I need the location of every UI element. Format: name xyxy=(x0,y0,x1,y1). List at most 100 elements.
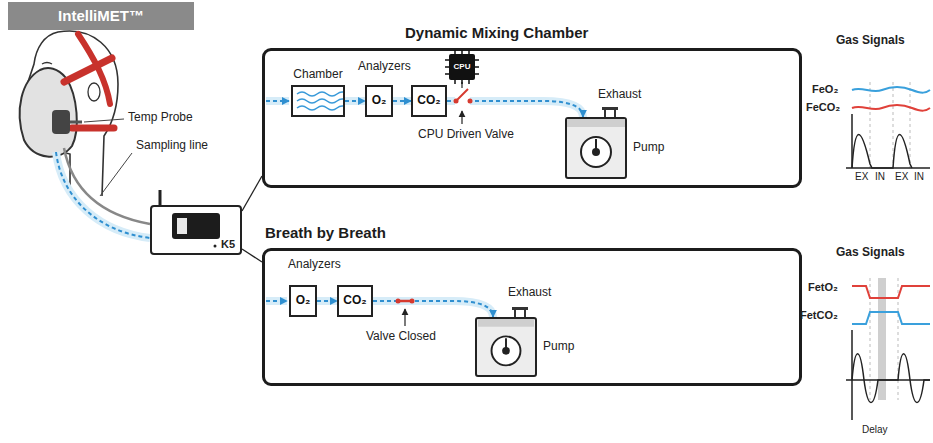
node-text: Dynamic Mixing Chamber xyxy=(405,24,588,41)
phase-label: IN xyxy=(914,171,924,183)
callout-line xyxy=(242,176,262,211)
inlet-flow xyxy=(266,97,289,105)
chip-pin xyxy=(445,50,479,84)
signal-name: FeO₂ xyxy=(812,83,838,96)
callout-label: Sampling line xyxy=(136,139,208,153)
delay-label: Delay xyxy=(862,424,888,436)
k5-device: K5 xyxy=(150,205,242,255)
delay-band xyxy=(878,278,886,400)
part-label: Analyzers xyxy=(288,258,341,272)
cpu-chip: CPU xyxy=(449,54,475,80)
flow-connector xyxy=(345,101,365,102)
part-label: Valve Closed xyxy=(366,330,436,344)
pump-head xyxy=(567,119,625,177)
pump-hub xyxy=(592,148,600,156)
mask-strap xyxy=(72,125,114,132)
part-label: Exhaust xyxy=(508,286,551,300)
co2-trace xyxy=(852,312,930,324)
node-text: Pump xyxy=(633,141,664,155)
exhaust-vent xyxy=(602,107,618,117)
plot-title: Gas Signals xyxy=(836,34,905,48)
pump-rotor xyxy=(581,137,611,167)
valve-symbol xyxy=(454,89,473,108)
mask-strap xyxy=(64,58,112,82)
pump-head xyxy=(477,319,535,375)
flow-chevrons xyxy=(317,300,337,302)
node-text: CO₂ xyxy=(343,294,366,308)
plot-title: Gas Signals xyxy=(836,246,905,260)
node-text: IntelliMET™ xyxy=(58,7,144,24)
baffle-wave xyxy=(297,99,343,103)
co2-trace xyxy=(852,105,930,111)
node-text: O₂ xyxy=(296,294,311,308)
mode-panel: Dynamic Mixing ChamberChamberO₂CO₂CPUPum… xyxy=(262,48,802,188)
mixing-chamber: Chamber xyxy=(291,85,345,117)
gas-analyzer: O₂ xyxy=(289,285,317,317)
signal-name: FetO₂ xyxy=(808,281,838,294)
node-text: CO₂ xyxy=(417,94,440,108)
pump-top xyxy=(567,119,625,127)
gas-analyzer: CO₂ xyxy=(411,85,447,117)
eye xyxy=(42,63,52,65)
signal-name: FeCO₂ xyxy=(806,101,840,114)
antenna xyxy=(159,190,162,205)
flow-tube xyxy=(317,297,337,305)
phase-label: EX xyxy=(895,171,908,183)
plot-axis xyxy=(846,114,930,168)
flow-tube xyxy=(393,97,411,105)
leader-line xyxy=(100,153,132,196)
pump-hub xyxy=(502,347,510,355)
node-text: O₂ xyxy=(372,94,387,108)
valve-symbol xyxy=(396,299,415,304)
inlet-flow-chevrons xyxy=(266,100,289,102)
node-text: Breath by Breath xyxy=(265,224,386,241)
flow-tube xyxy=(373,301,493,317)
flow-tube-chevrons xyxy=(56,152,150,238)
gas-analyzer: O₂ xyxy=(365,85,393,117)
temp-probe xyxy=(70,121,82,124)
mixing-baffles xyxy=(293,87,343,115)
grid-line xyxy=(870,82,910,168)
ear xyxy=(88,83,100,101)
plot-axis xyxy=(846,330,930,420)
gas-analyzer: CO₂ xyxy=(337,285,373,317)
part-label: Analyzers xyxy=(358,60,411,74)
node-text: K5 xyxy=(221,238,235,251)
chip-pin xyxy=(445,50,479,84)
callout-label: Temp Probe xyxy=(128,111,193,125)
gas-signal-plot xyxy=(846,82,930,168)
title-banner: IntelliMET™ xyxy=(8,2,194,30)
signal-name: FetCO₂ xyxy=(800,309,838,322)
inlet-flow-chevrons xyxy=(266,300,287,302)
flow-chevrons xyxy=(393,100,411,102)
node-text: CPU xyxy=(454,62,471,71)
chip-pin xyxy=(445,50,479,84)
callout-line xyxy=(242,249,262,262)
baffle-wave xyxy=(297,92,343,96)
grid-line xyxy=(870,278,898,400)
mask-valve xyxy=(52,110,70,134)
flow-trace xyxy=(852,354,930,403)
callout-connector xyxy=(242,249,262,262)
flow-tube xyxy=(345,97,365,105)
flow-trace xyxy=(852,135,912,169)
inlet-flow xyxy=(266,297,287,305)
pointer-arrow xyxy=(461,111,462,124)
pump-top xyxy=(478,319,534,327)
flow-tube xyxy=(56,152,150,238)
display-window xyxy=(177,218,187,234)
baffle-wave xyxy=(297,106,343,110)
phase-label: IN xyxy=(875,171,885,183)
flow-connector xyxy=(393,101,411,102)
leader-line xyxy=(84,119,124,122)
sampling-tube xyxy=(64,148,150,224)
flow-chevrons xyxy=(345,100,365,102)
head-illustration xyxy=(20,31,118,196)
flow-connector xyxy=(373,301,493,317)
display-screen xyxy=(172,213,220,239)
pump-unit: Pump xyxy=(565,117,627,179)
status-dot xyxy=(214,245,217,248)
pointer-arrow xyxy=(404,309,405,326)
flow-chevrons xyxy=(373,301,493,317)
